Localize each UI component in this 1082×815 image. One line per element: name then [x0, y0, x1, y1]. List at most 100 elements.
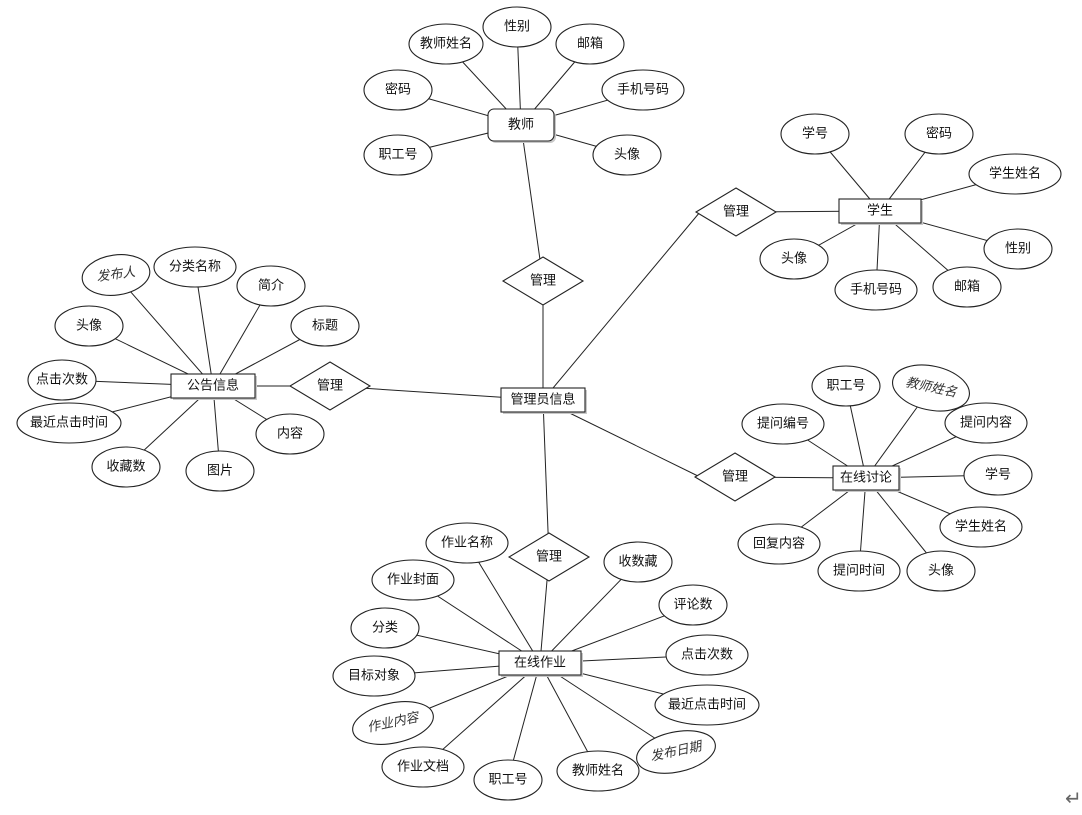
- homework-entity-label: 在线作业: [514, 656, 566, 671]
- discussion-attribute-8-label: 头像: [928, 564, 954, 579]
- homework-attribute-4-label: 分类: [372, 621, 398, 636]
- homework-attribute-6: 目标对象: [332, 655, 416, 697]
- discussion-attribute-3-label: 提问内容: [960, 415, 1012, 431]
- discussion-attribute-7-label: 提问时间: [833, 563, 885, 579]
- homework-attribute-8: 作业内容: [352, 701, 434, 745]
- return-arrow-icon: ↵: [1065, 786, 1082, 810]
- notice-attribute-4: 标题: [290, 305, 360, 347]
- link-teacher-relation-entity: [520, 124, 544, 282]
- discussion-attribute-3: 提问内容: [944, 402, 1028, 444]
- discussion-relation-diamond-label: 管理: [722, 470, 748, 485]
- notice-attribute-5: 点击次数: [27, 359, 97, 401]
- student-attribute-4: 邮箱: [932, 266, 1002, 308]
- notice-attribute-2: 简介: [236, 265, 306, 307]
- notice-attribute-3-label: 头像: [76, 319, 102, 334]
- homework-attribute-5-label: 点击次数: [681, 647, 733, 663]
- teacher-relation-diamond: 管理: [501, 256, 585, 306]
- notice-attribute-2-label: 简介: [258, 278, 284, 294]
- link-center-homework-relation: [542, 399, 550, 558]
- homework-attribute-9: 发布日期: [636, 730, 716, 774]
- student-attribute-2-label: 学生姓名: [989, 166, 1041, 182]
- notice-entity-label: 公告信息: [187, 378, 239, 394]
- discussion-attribute-2: 提问编号: [741, 403, 825, 445]
- homework-attribute-0-label: 作业名称: [441, 535, 493, 551]
- notice-attribute-5-label: 点击次数: [36, 372, 88, 388]
- discussion-attribute-7: 提问时间: [817, 550, 901, 592]
- homework-attribute-1: 收数藏: [603, 541, 673, 583]
- teacher-attribute-4-label: 手机号码: [617, 83, 669, 98]
- teacher-attribute-3: 密码: [363, 69, 433, 111]
- discussion-attribute-8: 头像: [906, 550, 976, 592]
- discussion-attribute-0: 职工号: [811, 365, 881, 407]
- notice-attribute-4-label: 标题: [312, 319, 338, 334]
- teacher-entity: 教师: [487, 108, 556, 143]
- discussion-attribute-2-label: 提问编号: [757, 416, 809, 432]
- homework-relation-diamond-label: 管理: [536, 550, 562, 565]
- link-homework-attr-0: [466, 542, 541, 664]
- notice-relation-diamond-label: 管理: [317, 379, 343, 394]
- teacher-attribute-3-label: 密码: [385, 82, 411, 98]
- teacher-attribute-5: 职工号: [363, 134, 433, 176]
- student-attribute-0: 学号: [780, 113, 850, 155]
- discussion-attribute-4-label: 学号: [985, 467, 1011, 483]
- student-attribute-5: 手机号码: [834, 269, 918, 311]
- notice-attribute-8-label: 收藏数: [106, 460, 145, 475]
- student-attribute-0-label: 学号: [802, 126, 828, 142]
- discussion-entity: 在线讨论: [832, 465, 901, 492]
- notice-attribute-9: 图片: [185, 450, 255, 492]
- homework-attribute-7-label: 最近点击时间: [668, 698, 746, 713]
- homework-attribute-12: 教师姓名: [556, 750, 640, 792]
- admin-info-entity-label: 管理员信息: [510, 392, 575, 408]
- homework-attribute-2: 作业封面: [371, 559, 455, 601]
- student-attribute-5-label: 手机号码: [850, 283, 902, 298]
- teacher-attribute-1: 性别: [482, 6, 552, 48]
- homework-attribute-10-label: 作业文档: [397, 760, 449, 775]
- notice-entity: 公告信息: [170, 373, 257, 400]
- teacher-attribute-0: 教师姓名: [408, 23, 484, 65]
- teacher-attribute-1-label: 性别: [504, 20, 530, 35]
- homework-attribute-10: 作业文档: [381, 746, 465, 788]
- notice-attribute-1-label: 分类名称: [169, 259, 221, 275]
- discussion-attribute-5: 学生姓名: [939, 506, 1023, 548]
- homework-attribute-5: 点击次数: [665, 634, 749, 676]
- notice-attribute-8: 收藏数: [91, 446, 161, 488]
- student-attribute-4-label: 邮箱: [954, 279, 980, 295]
- homework-attribute-1-label: 收数藏: [618, 555, 657, 570]
- notice-attribute-6-label: 最近点击时间: [30, 416, 108, 431]
- link-center-student-relation: [542, 211, 701, 401]
- notice-attribute-9-label: 图片: [207, 464, 233, 479]
- link-homework-attr-9: [539, 662, 677, 753]
- notice-attribute-0-label: 发布人: [96, 265, 137, 285]
- homework-attribute-11-label: 职工号: [488, 773, 527, 788]
- teacher-attribute-0-label: 教师姓名: [420, 36, 472, 52]
- discussion-relation-diamond: 管理: [693, 452, 777, 502]
- homework-attribute-3-label: 评论数: [673, 598, 712, 613]
- teacher-attribute-2: 邮箱: [555, 23, 625, 65]
- discussion-attribute-0-label: 职工号: [826, 379, 865, 394]
- student-attribute-6-label: 头像: [781, 252, 807, 267]
- notice-attribute-6: 最近点击时间: [16, 402, 122, 444]
- student-entity: 学生: [838, 198, 923, 225]
- diagram-nodes: 管理管理管理管理管理教师姓名性别邮箱密码手机号码职工号头像学号密码学生姓名性别邮…: [16, 6, 1062, 801]
- link-notice-attr-0: [115, 274, 214, 387]
- homework-attribute-0: 作业名称: [425, 522, 509, 564]
- homework-attribute-2-label: 作业封面: [387, 573, 439, 588]
- notice-attribute-7-label: 内容: [277, 426, 303, 442]
- student-entity-label: 学生: [867, 203, 893, 219]
- notice-attribute-3: 头像: [54, 305, 124, 347]
- discussion-entity-label: 在线讨论: [840, 471, 892, 486]
- homework-relation-diamond: 管理: [507, 532, 591, 582]
- notice-relation-diamond: 管理: [288, 361, 372, 411]
- discussion-attribute-1: 教师姓名: [892, 364, 970, 412]
- teacher-attribute-6-label: 头像: [614, 148, 640, 163]
- teacher-attribute-2-label: 邮箱: [577, 36, 603, 52]
- admin-info-entity: 管理员信息: [500, 387, 587, 414]
- homework-attribute-3: 评论数: [658, 584, 728, 626]
- discussion-attribute-5-label: 学生姓名: [955, 519, 1007, 535]
- student-attribute-1: 密码: [904, 113, 974, 155]
- student-relation-diamond-label: 管理: [723, 205, 749, 220]
- homework-attribute-7: 最近点击时间: [654, 684, 760, 726]
- student-attribute-3-label: 性别: [1005, 242, 1031, 257]
- notice-attribute-1: 分类名称: [153, 246, 237, 288]
